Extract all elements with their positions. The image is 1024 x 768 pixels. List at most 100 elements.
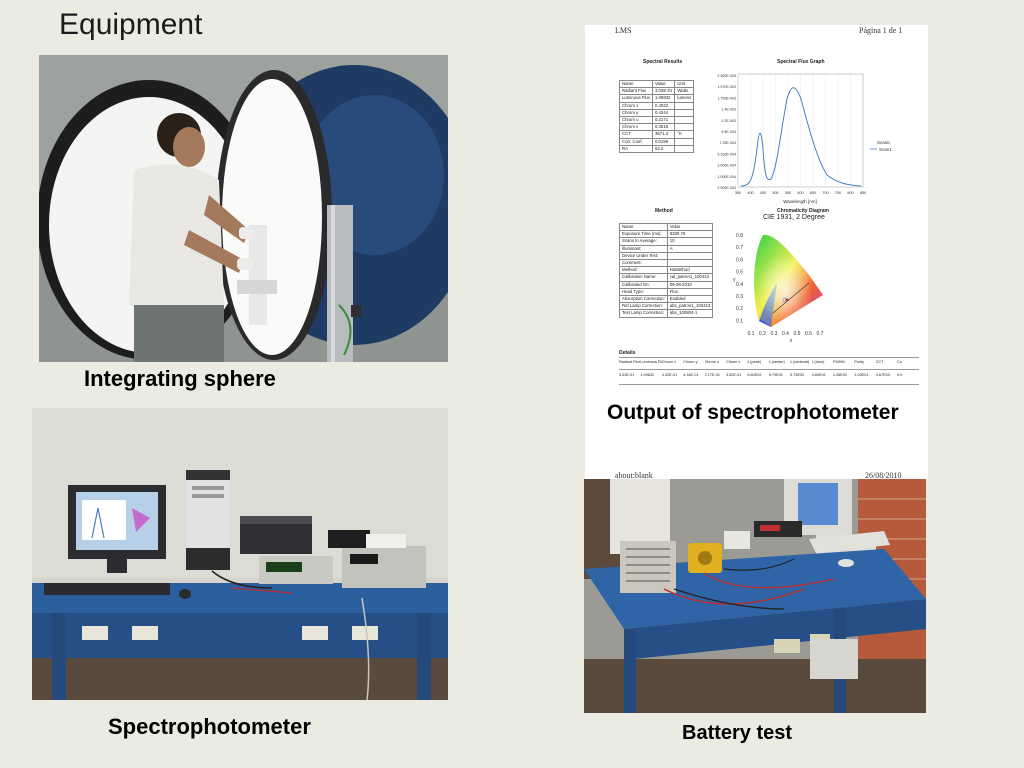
details-cell: 5.75E02 (790, 373, 805, 377)
details-cell: 5.80E02 (811, 373, 826, 377)
spectral-x-tick: 450 (760, 191, 766, 195)
chroma-x-tick: 0.7 (817, 331, 824, 337)
spectral-legend-2: Scan1 (879, 147, 892, 152)
table-row: Method:NuMethod (619, 266, 714, 275)
table-row: Absorption Correction:Enabled (619, 295, 714, 304)
caption-battery-test: Battery test (682, 722, 793, 744)
chroma-y-tick: 0.5 (736, 270, 743, 276)
doc-header-left: LMS (615, 26, 632, 35)
method-title: Method (655, 208, 673, 214)
details-header-cell: Chrom v (725, 360, 741, 364)
details-header-cell: λ (dom) (811, 360, 825, 364)
details-header-cell: Chrom y (683, 360, 698, 364)
chroma-y-tick: 0.4 (736, 282, 743, 288)
spectral-y-tick: 9.4E-004 (721, 130, 736, 134)
details-cell: 5.60E02 (747, 373, 762, 377)
chromaticity-subtitle: CIE 1931, 2 Degree (763, 214, 825, 221)
details-cell: 3.03E-01 (619, 373, 635, 377)
spectral-x-tick: 550 (785, 191, 791, 195)
chroma-x-tick: 0.2 (759, 331, 766, 337)
chroma-x-tick: 0.4 (782, 331, 789, 337)
table-row: Exposure Time (ms):8280.79 (619, 230, 714, 239)
spectral-graph-title: Spectral Flux Graph (777, 59, 825, 65)
details-header-cell: Purity (854, 360, 865, 364)
spectral-flux-graph: 2.300E-0031.970E-0031.750E-0031.4E-0031.… (717, 73, 892, 204)
details-header-cell: CCT (875, 360, 884, 364)
table-row: Scans to Average:10 (619, 237, 714, 246)
chroma-x-tick: 0.1 (748, 331, 755, 337)
details-cell: 1.26E02 (832, 373, 848, 377)
chroma-x-label: x (790, 338, 793, 343)
chroma-y-tick: 0.1 (736, 318, 743, 324)
doc-header-right: Página 1 de 1 (859, 26, 903, 35)
spectral-y-tick: 7.25E-004 (719, 141, 736, 145)
details-cell: 2.17E-01 (704, 373, 720, 377)
table-row: Calibrated On:09-28-2010 (619, 280, 714, 289)
spectral-y-tick: 1.000E-004 (717, 175, 736, 179)
details-cell: 3.67E03 (875, 373, 890, 377)
details-cell: 1.00E01 (854, 373, 869, 377)
table-row: Corr. Coef.0.0189 (619, 137, 695, 146)
spectral-x-tick: 400 (747, 191, 753, 195)
details-cell: 4.02E-01 (661, 373, 678, 377)
chroma-y-tick: 0.6 (736, 257, 743, 263)
caption-integrating-sphere: Integrating sphere (84, 366, 276, 391)
details-header-cell: Chrom x (661, 360, 677, 364)
spectrophotometer-report: LMS Página 1 de 1 Spectral Results Name … (585, 25, 928, 480)
spectral-y-tick: 1.750E-003 (717, 96, 736, 100)
chroma-y-tick: 0.2 (736, 306, 743, 312)
doc-footer-right: 26/08/2010 (865, 471, 902, 480)
details-cell: 3.52E-01 (725, 373, 742, 377)
chromaticity-title: Chromaticity Diagram (777, 208, 829, 214)
page-title: Equipment (59, 8, 203, 41)
details-header-cell: Co (897, 360, 902, 364)
spectral-y-tick: 1.970E-003 (717, 85, 736, 89)
spectral-y-tick: 3.000E-004 (717, 164, 736, 168)
chroma-x-tick: 0.3 (771, 331, 778, 337)
details-header-cell: λ (centroid) (790, 360, 810, 364)
table-row: Comment: (619, 259, 714, 268)
spectral-x-tick: 700 (822, 191, 828, 195)
spectral-x-label: Wavelength [nm] (783, 199, 817, 204)
details-header-cell: Radiant Flux (619, 360, 641, 364)
details-header-cell: Luminous Flux (640, 360, 662, 364)
chroma-x-tick: 0.5 (794, 331, 801, 337)
table-row: Device Under Test: (619, 251, 714, 261)
details-title: Details (619, 350, 636, 356)
details-cell: 1.09832 (640, 373, 655, 377)
caption-spectrophotometer-output: Output of spectrophotometer (607, 401, 899, 424)
details-cell: 5.0 (897, 373, 903, 377)
table-row: Radiant FluxLuminous FluxChrom x Chrom y C… (619, 358, 919, 369)
spectral-x-tick: 850 (860, 191, 866, 195)
spectral-y-tick: 2.300E-003 (717, 74, 736, 78)
spectral-y-tick: 2.900E-004 (717, 186, 736, 190)
chroma-x-tick: 0.6 (805, 331, 812, 337)
spectral-legend-1: Scanic (877, 140, 891, 145)
details-header-cell: FWHM (832, 360, 845, 364)
spectral-x-tick: 750 (835, 191, 841, 195)
details-header-cell: λ (center) (768, 360, 785, 364)
details-header-cell: Chrom u (704, 360, 720, 364)
battery-test-photo (584, 479, 926, 713)
table-row: Calibration Name:cal_patron1_100413 (619, 273, 714, 282)
spectral-y-tick: 5.100E-004 (717, 152, 736, 156)
spectral-x-tick: 350 (735, 191, 741, 195)
details-header-cell: λ (peak) (747, 360, 762, 364)
table-row: Name Value Unit (619, 79, 695, 89)
spectral-x-tick: 800 (847, 191, 853, 195)
details-cell: 5.79E02 (768, 373, 783, 377)
spectral-y-tick: 1.2E-003 (721, 119, 736, 123)
integrating-sphere-photo (39, 55, 448, 362)
